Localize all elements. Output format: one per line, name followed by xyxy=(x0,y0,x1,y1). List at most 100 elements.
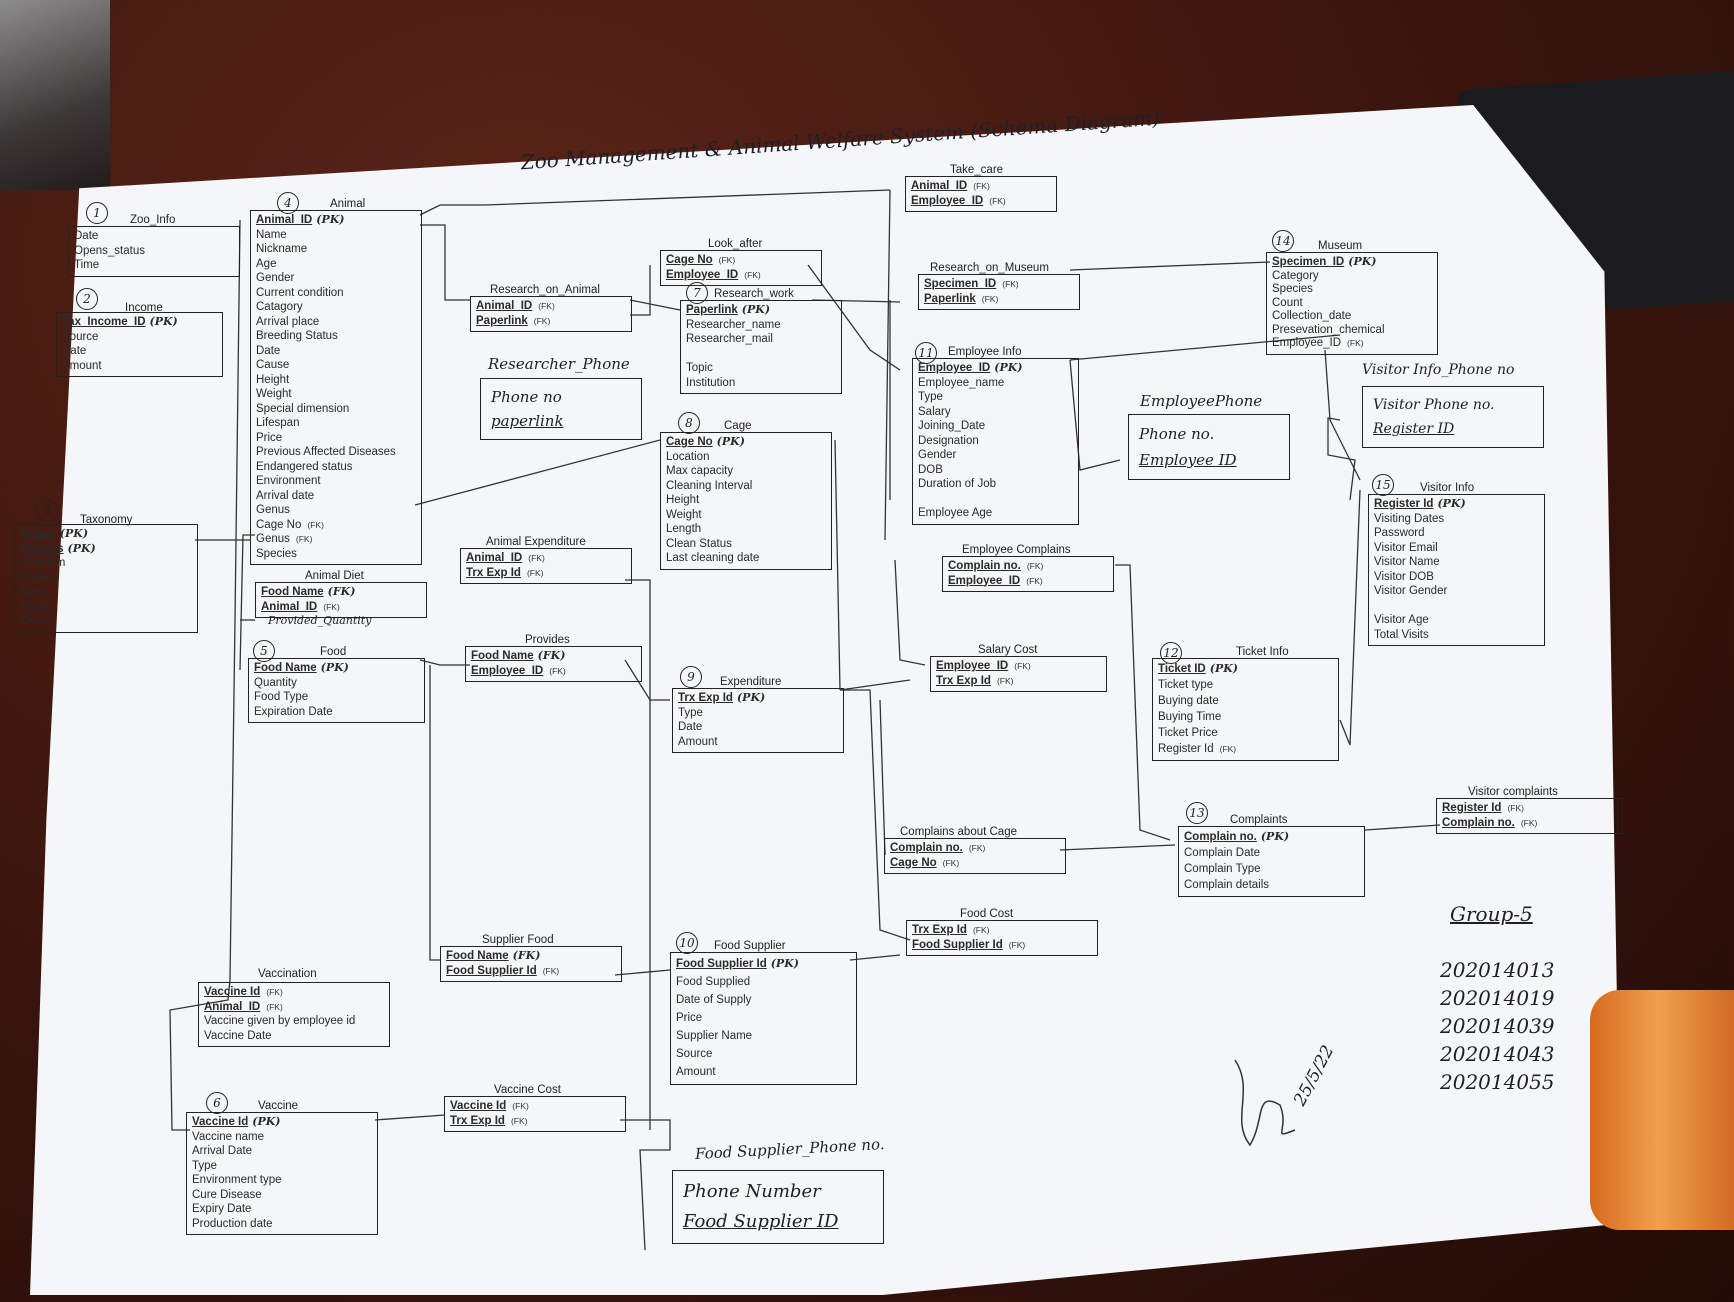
attribute-name: Employee_name xyxy=(918,376,1005,389)
entity-attribute: Max capacity xyxy=(666,464,826,479)
entity-attribute: Complain no.(FK) xyxy=(890,841,1060,856)
entity-attribute: Source xyxy=(676,1045,851,1063)
attribute-name: Employee_ID xyxy=(1272,337,1342,349)
fk-marker: (FK) xyxy=(1347,338,1364,348)
complaints-title: Complaints xyxy=(1230,814,1288,826)
key-marker: (FK) xyxy=(512,949,541,962)
attribute-name: Cause xyxy=(256,359,290,371)
attribute-name: Count xyxy=(1272,296,1303,309)
entity-attribute: Current condition xyxy=(256,286,416,301)
attribute-name: Employee_ID xyxy=(918,362,991,374)
attribute-name: Cage No xyxy=(256,518,302,531)
attribute-name: Location xyxy=(666,450,710,463)
entity-attribute: Price xyxy=(256,431,416,446)
entity-attribute: Duration of Job xyxy=(918,477,1073,492)
attribute-name: Complain Date xyxy=(1184,847,1261,859)
entity-attribute: Animal_ID(FK) xyxy=(204,1000,384,1015)
entity-attribute: Employee_ID(FK) xyxy=(936,659,1101,674)
entity-attribute: Species xyxy=(256,547,416,562)
entity-attribute: Paperlink(PK) xyxy=(686,303,836,318)
supplier-food-entity: Food Name(FK)Food Supplier Id(FK) xyxy=(440,946,622,982)
entity-attribute: Complain Date xyxy=(1184,845,1359,861)
fk-marker: (FK) xyxy=(1026,575,1043,586)
visitor-complaints-title: Visitor complaints xyxy=(1468,786,1558,798)
fk-marker: (FK) xyxy=(1219,744,1237,754)
key-marker: (PK) xyxy=(320,661,349,674)
fk-marker: (FK) xyxy=(510,1115,528,1126)
entity-number: 15 xyxy=(1372,474,1394,496)
animal-diet-note: Provided_Quantity xyxy=(268,614,372,627)
ticket-info-title: Ticket Info xyxy=(1236,646,1289,658)
key-marker: (PK) xyxy=(716,435,745,448)
complains-about-cage-entity: Complain no.(FK)Cage No(FK) xyxy=(884,838,1066,874)
vaccination-entity: Vaccine Id(FK)Animal_ID(FK)Vaccine given… xyxy=(198,982,390,1047)
entity-attribute: Complain no.(FK) xyxy=(948,559,1108,574)
attribute-name: Animal_ID xyxy=(261,600,318,613)
key-marker: (PK) xyxy=(149,315,178,328)
attribute-name: Food Name xyxy=(254,662,317,674)
entity-attribute: DOB xyxy=(918,463,1073,478)
visitor-phone-box: Visitor Phone no. Register ID xyxy=(1362,386,1544,448)
entity-attribute: Cage No(FK) xyxy=(890,856,1060,871)
attribute-name: Complain no. xyxy=(1184,831,1257,843)
attribute-name: Arrival place xyxy=(256,315,320,328)
entity-attribute: Class xyxy=(20,585,192,600)
entity-attribute: Register Id(FK) xyxy=(1158,741,1333,757)
fk-marker: (FK) xyxy=(1008,939,1026,950)
fk-marker: (FK) xyxy=(1026,561,1044,571)
entity-attribute: Paperlink(FK) xyxy=(924,292,1074,307)
fk-marker: (FK) xyxy=(973,181,990,191)
entity-attribute: Category xyxy=(1272,270,1432,284)
entity-attribute: Food Supplier Id(FK) xyxy=(912,938,1092,953)
cage-title: Cage xyxy=(724,420,752,432)
attribute-name: Employee Age xyxy=(918,507,993,519)
entity-attribute: Animal_ID(FK) xyxy=(911,179,1051,194)
zoo-info-title: Zoo_Info xyxy=(130,214,176,226)
vaccine-cost-entity: Vaccine Id(FK)Trx Exp Id(FK) xyxy=(444,1096,626,1132)
group-block: Group-5 202014013 202014019 202014039 20… xyxy=(1440,900,1555,1096)
supplier-food-title: Supplier Food xyxy=(482,934,554,946)
key-marker: (FK) xyxy=(537,649,566,662)
entity-number: 8 xyxy=(678,412,700,434)
attribute-name: Employee_ID xyxy=(911,194,984,207)
entity-attribute xyxy=(918,492,1073,507)
student-id: 202014013 xyxy=(1440,958,1555,982)
entity-attribute: Register Id(FK) xyxy=(1442,801,1617,816)
attribute-name: Complain no. xyxy=(1442,816,1515,829)
entity-number: 2 xyxy=(76,288,98,310)
attribute-name: Genus xyxy=(20,528,56,540)
entity-number: 4 xyxy=(277,192,299,214)
attribute-name: Animal_ID xyxy=(256,214,313,226)
student-id: 202014055 xyxy=(1440,1070,1555,1094)
attribute-name: Ticket Price xyxy=(1158,727,1218,739)
entity-attribute: Cause xyxy=(256,358,416,373)
attribute-name: Employee_ID xyxy=(948,574,1021,587)
entity-attribute: Cage No(FK) xyxy=(666,253,816,268)
entity-attribute: Employee Age xyxy=(918,506,1073,521)
attribute-name: Cage No xyxy=(666,254,713,266)
entity-attribute: Date xyxy=(678,720,838,735)
entity-number: 13 xyxy=(1186,802,1208,824)
attribute-name: Vaccine Id xyxy=(192,1116,249,1128)
vaccination-title: Vaccination xyxy=(258,968,317,980)
attribute-name: Name xyxy=(256,228,287,241)
entity-attribute: Password xyxy=(1374,526,1539,541)
entity-attribute: Type xyxy=(918,390,1073,405)
attribute-name: Paperlink xyxy=(476,314,528,327)
attribute-name: Complain Type xyxy=(1184,863,1261,875)
attribute-name: Clean Status xyxy=(666,537,732,550)
hw-row: Food Supplier ID xyxy=(683,1211,839,1232)
attribute-name: Date xyxy=(74,230,99,242)
entity-attribute: Genus(PK) xyxy=(20,527,192,542)
hw-row: Phone no xyxy=(491,388,562,406)
entity-attribute: Complain no.(PK) xyxy=(1184,829,1359,845)
entity-attribute: Kingdom xyxy=(20,556,192,571)
key-marker: (PK) xyxy=(252,1115,281,1128)
entity-attribute: Amount xyxy=(678,735,838,750)
entity-attribute: Food Supplier Id(FK) xyxy=(446,964,616,979)
entity-number: 11 xyxy=(915,342,937,364)
attribute-name: Paperlink xyxy=(924,292,976,305)
attribute-name: Paperlink xyxy=(686,304,738,316)
